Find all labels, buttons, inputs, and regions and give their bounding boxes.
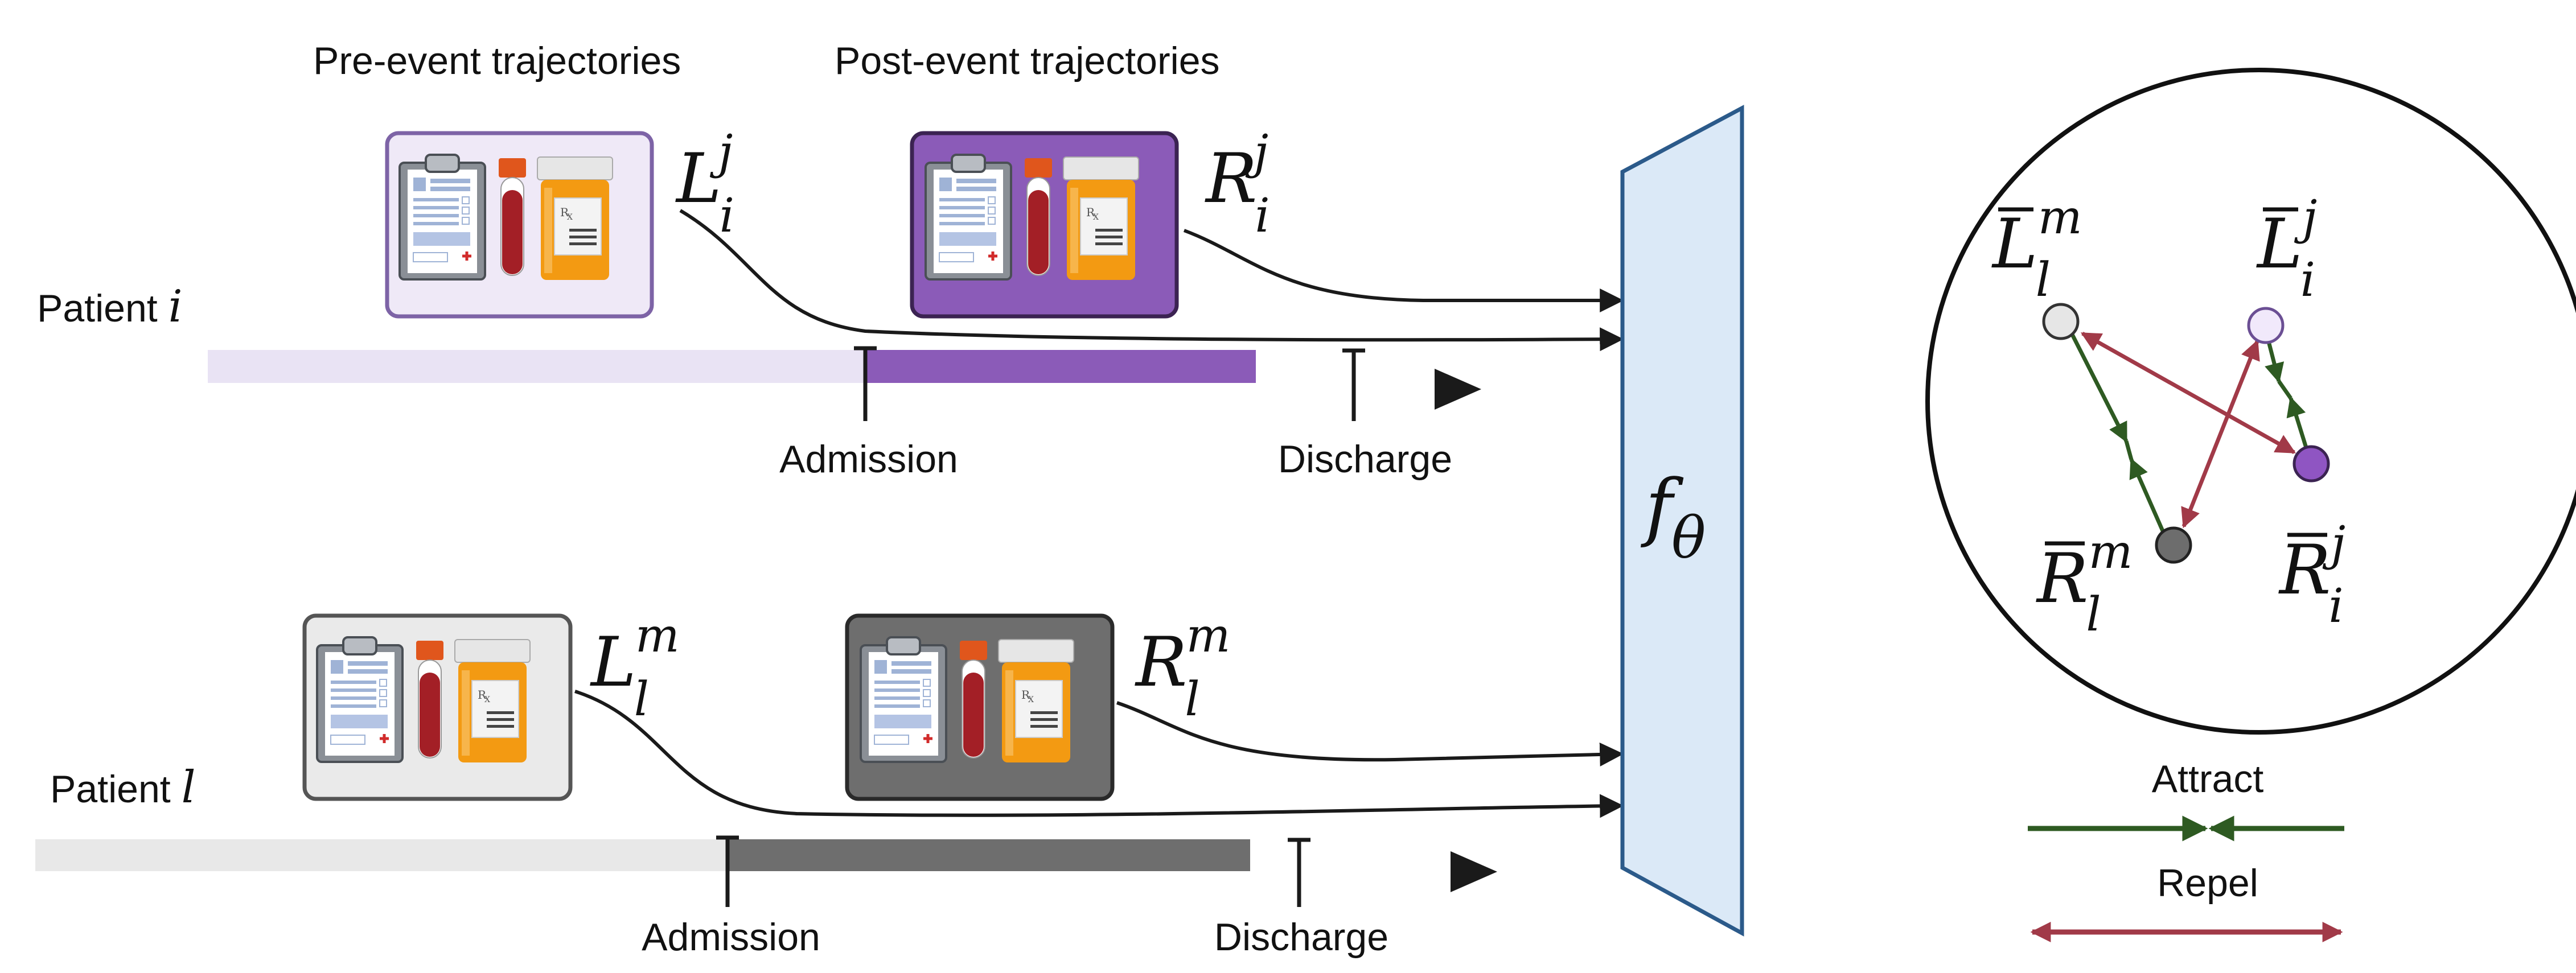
- arrow-R-i-to-encoder: [1183, 229, 1624, 312]
- post-event-bar-i: [865, 350, 1256, 383]
- label-R-i-j: Rij: [1205, 125, 1270, 243]
- label-L-l-m: Llm: [590, 609, 680, 727]
- embed-label-L-l: Llm: [1991, 191, 2082, 307]
- discharge-label-i: Discharge: [1278, 438, 1452, 481]
- clinical-records-icon: [400, 155, 613, 280]
- node-R-i: [2292, 445, 2330, 483]
- admission-label-i: Admission: [779, 438, 958, 481]
- discharge-tick-i: [1342, 348, 1365, 421]
- discharge-label-l: Discharge: [1214, 916, 1388, 959]
- label-R-l-m: Rlm: [1135, 609, 1230, 727]
- pre-event-card-l: [302, 613, 573, 801]
- post-event-bar-l: [728, 839, 1250, 871]
- embedding-space: Llm Lij Rlm Rij: [1925, 68, 2576, 735]
- clinical-records-icon: [926, 155, 1139, 280]
- embedding-circle: [1925, 68, 2576, 735]
- embed-label-L-i: Lij: [2256, 191, 2317, 307]
- pre-event-bar-l: [35, 839, 728, 871]
- post-event-card-l: [845, 613, 1115, 801]
- pre-event-bar-i: [208, 350, 865, 383]
- svg-text:Lij: Lij: [2256, 191, 2317, 307]
- arrow-L-l-to-encoder: [574, 690, 1624, 818]
- label-L-i-j: Lij: [675, 125, 734, 243]
- arrow-L-i-to-encoder: [679, 209, 1624, 352]
- timeline-arrowhead-l: [1451, 851, 1497, 892]
- legend-repel-label: Repel: [2157, 861, 2258, 905]
- legend-attract-label: Attract: [2152, 757, 2264, 801]
- node-R-l: [2155, 526, 2192, 564]
- embed-label-R-l: Rlm: [2036, 525, 2133, 642]
- clinical-records-icon: [317, 637, 530, 762]
- post-event-card-i: [910, 131, 1179, 319]
- discharge-tick-l: [1288, 838, 1310, 907]
- node-L-i: [2247, 307, 2285, 344]
- svg-text:Llm: Llm: [1991, 191, 2082, 307]
- svg-text:Rlm: Rlm: [2036, 525, 2133, 642]
- pre-event-heading: Pre-event trajectories: [313, 39, 681, 83]
- timeline-arrowhead-i: [1435, 369, 1481, 410]
- admission-tick-i: [854, 346, 877, 421]
- arrow-R-l-to-encoder: [1116, 701, 1624, 766]
- pre-event-card-i: [385, 131, 654, 319]
- encoder-input-arrows: [574, 209, 1624, 818]
- admission-label-l: Admission: [642, 916, 820, 959]
- patient-l-timeline: Patient l Admission Discharge: [0, 762, 1497, 959]
- patient-i-timeline: Patient i Admission Discharge: [0, 281, 1481, 481]
- node-L-l: [2042, 303, 2080, 340]
- encoder-panel: [1620, 105, 1744, 937]
- patient-l-label: Patient l: [50, 762, 196, 813]
- admission-tick-l: [716, 835, 739, 907]
- post-event-heading: Post-event trajectories: [835, 39, 1220, 83]
- repel-arrow-L-i-R-l: [2181, 339, 2260, 529]
- clinical-records-icon: [861, 637, 1074, 762]
- patient-i-label: Patient i: [37, 281, 183, 332]
- legend: Attract Repel: [2028, 757, 2344, 942]
